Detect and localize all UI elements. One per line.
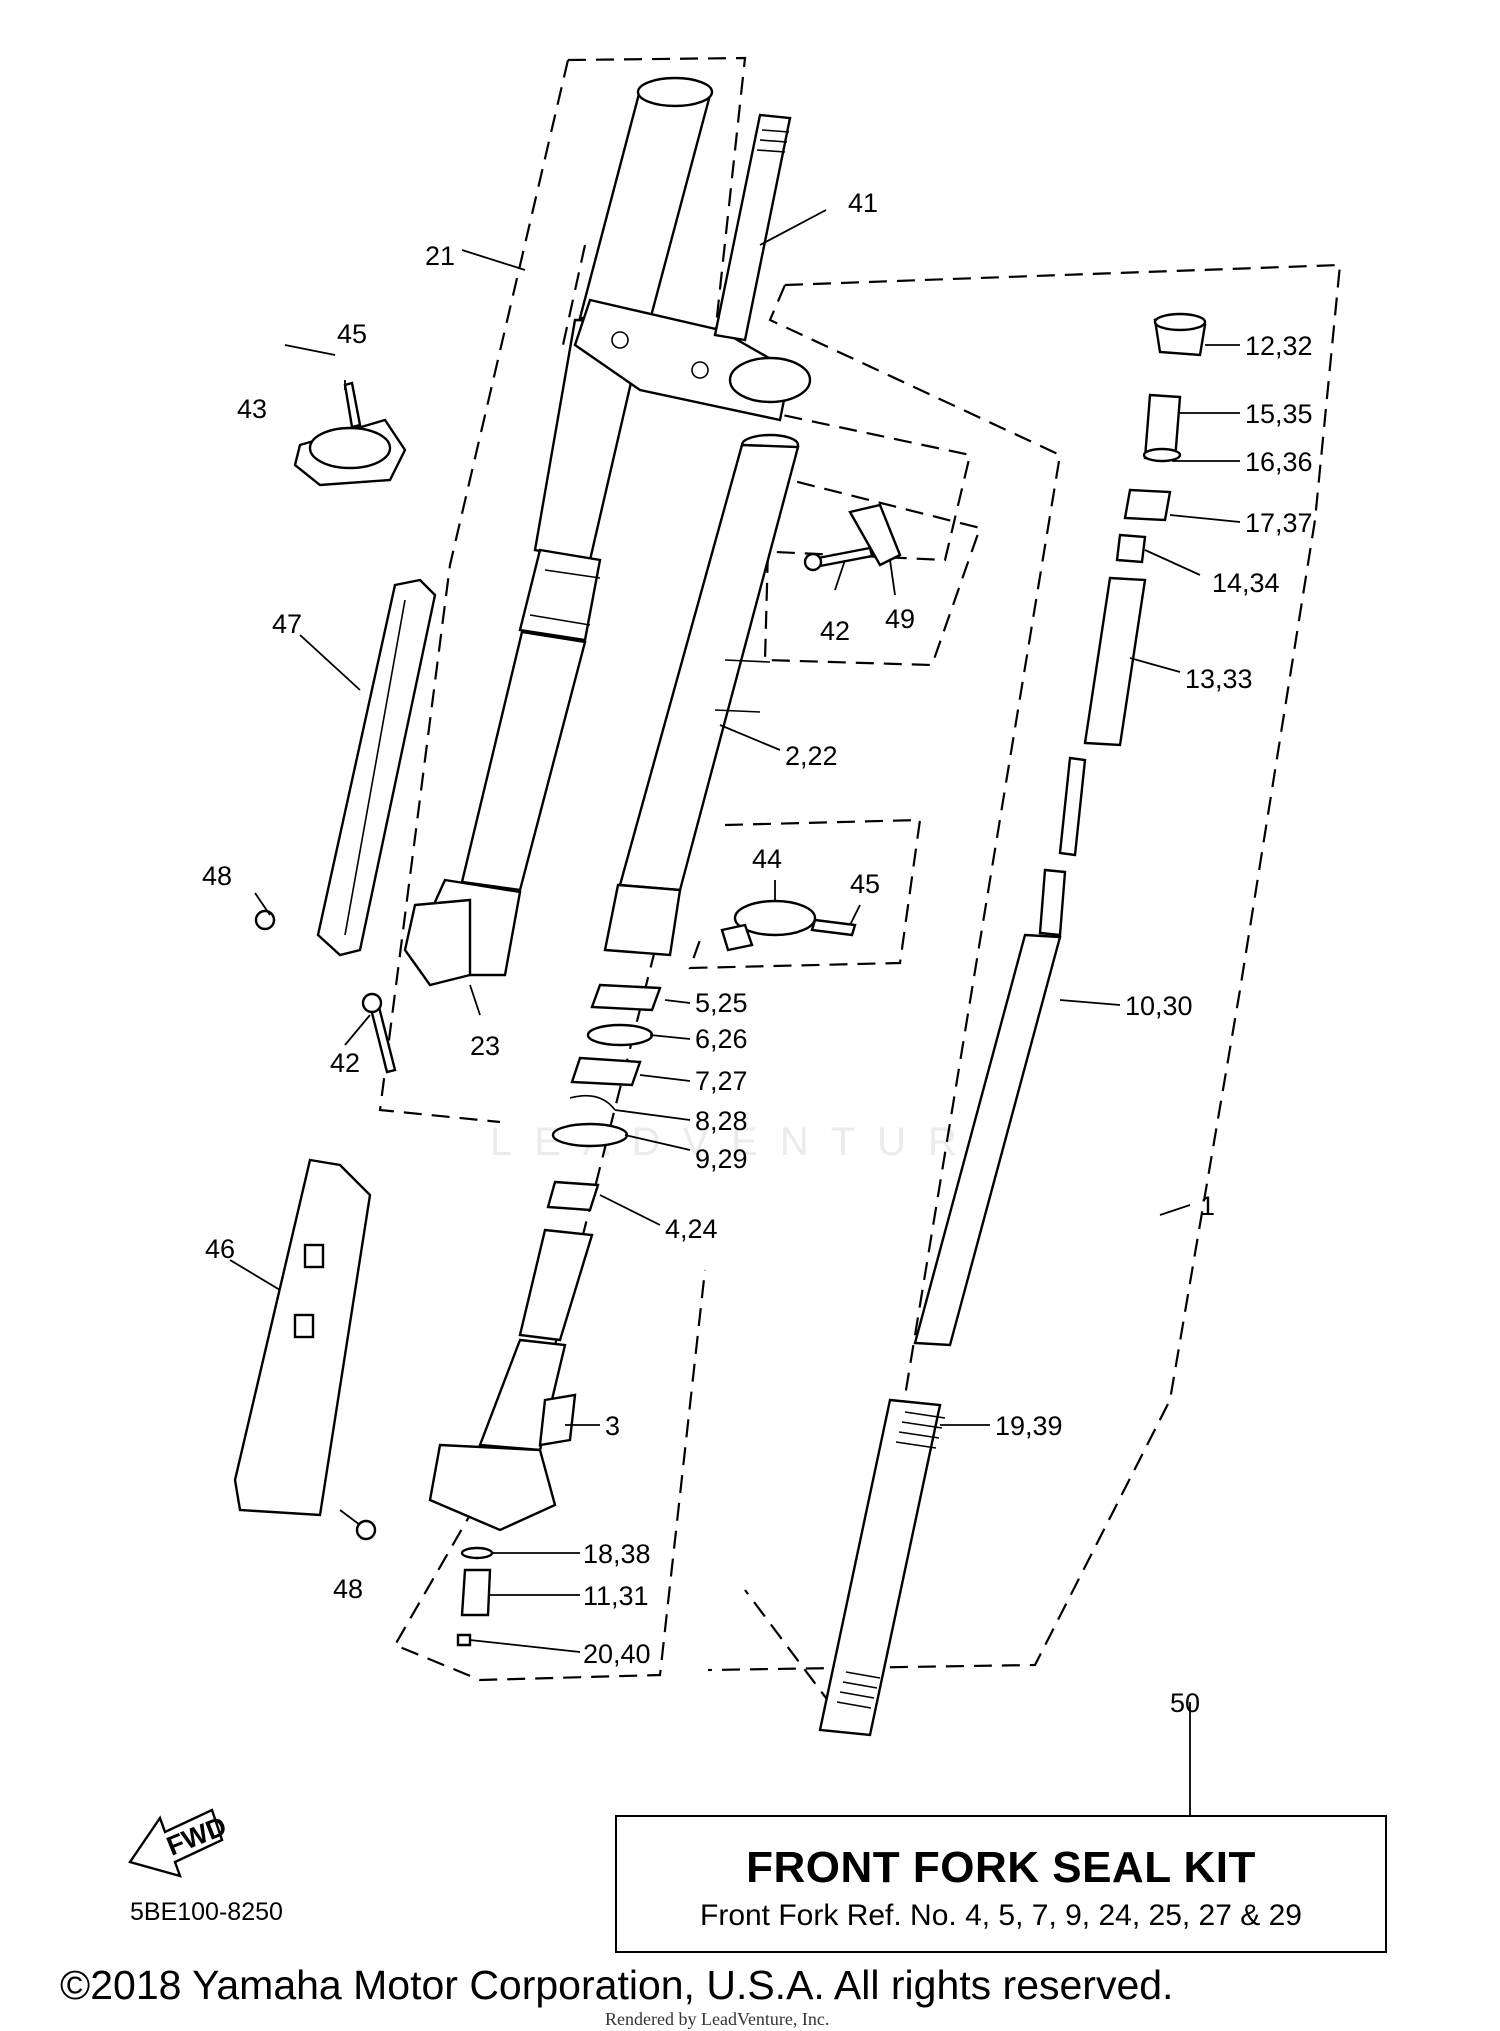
callout-3: 3: [605, 1411, 620, 1441]
callout-4-24: 4,24: [665, 1214, 718, 1244]
callout-45-top: 45: [337, 319, 367, 349]
outer-tube-3: [428, 1180, 600, 1532]
rendered-by-text: Rendered by LeadVenture, Inc.: [605, 2009, 830, 2029]
callout-48-top: 48: [202, 861, 232, 891]
callout-8-28: 8,28: [695, 1106, 748, 1136]
callout-18-38: 18,38: [583, 1539, 651, 1569]
fork-guard-47: [316, 578, 437, 957]
leader-lines: [229, 209, 1241, 1815]
seal-kit-subtitle: Front Fork Ref. No. 4, 5, 7, 9, 24, 25, …: [700, 1899, 1302, 1932]
callout-labels: 21 41 12,32 15,35 16,36 17,37 14,34 13,3…: [202, 188, 1313, 1718]
callout-9-29: 9,29: [695, 1144, 748, 1174]
callout-19-39: 19,39: [995, 1411, 1063, 1441]
callout-17-37: 17,37: [1245, 508, 1313, 538]
callout-42-left: 42: [330, 1048, 360, 1078]
callout-2-22: 2,22: [785, 741, 838, 771]
callout-6-26: 6,26: [695, 1024, 748, 1054]
callout-21: 21: [425, 241, 455, 271]
copyright-notice: ©2018 Yamaha Motor Corporation, U.S.A. A…: [60, 1962, 1174, 2008]
callout-45-right: 45: [850, 869, 880, 899]
callout-44: 44: [752, 844, 782, 874]
base-valve-parts: [456, 1546, 494, 1647]
callout-47: 47: [272, 609, 302, 639]
callout-12-32: 12,32: [1245, 331, 1313, 361]
callout-14-34: 14,34: [1212, 568, 1280, 598]
bolts: [254, 546, 874, 1541]
callout-1: 1: [1200, 1191, 1215, 1221]
inner-tube-2-22: [603, 433, 800, 957]
seal-kit-title: FRONT FORK SEAL KIT: [746, 1843, 1256, 1892]
callout-49: 49: [885, 604, 915, 634]
callout-7-27: 7,27: [695, 1066, 748, 1096]
callout-10-30: 10,30: [1125, 991, 1193, 1021]
diagram-code: 5BE100-8250: [130, 1898, 283, 1926]
callout-5-25: 5,25: [695, 988, 748, 1018]
seal-stack: [551, 983, 662, 1148]
callout-41: 41: [848, 188, 878, 218]
callout-43: 43: [237, 394, 267, 424]
seal-kit-box: FRONT FORK SEAL KIT Front Fork Ref. No. …: [615, 1815, 1387, 1953]
cartridge-parts: [818, 312, 1207, 1737]
callout-48-bottom: 48: [333, 1574, 363, 1604]
fork-guard-46: [233, 1158, 372, 1517]
callout-23: 23: [470, 1031, 500, 1061]
callout-46: 46: [205, 1234, 235, 1264]
fwd-arrow-icon: FWD: [128, 1808, 231, 1878]
callout-11-31: 11,31: [583, 1581, 649, 1611]
clamp-43: [293, 381, 407, 487]
callout-20-40: 20,40: [583, 1639, 651, 1669]
axle-holder-23: [403, 898, 472, 987]
callout-16-36: 16,36: [1245, 447, 1313, 477]
callout-13-33: 13,33: [1185, 664, 1253, 694]
callout-42-right: 42: [820, 616, 850, 646]
callout-15-35: 15,35: [1245, 399, 1313, 429]
clamp-44: [720, 899, 857, 952]
callout-50: 50: [1170, 1688, 1200, 1718]
steering-stem-41: [713, 113, 792, 342]
bracket-49: [848, 503, 902, 567]
